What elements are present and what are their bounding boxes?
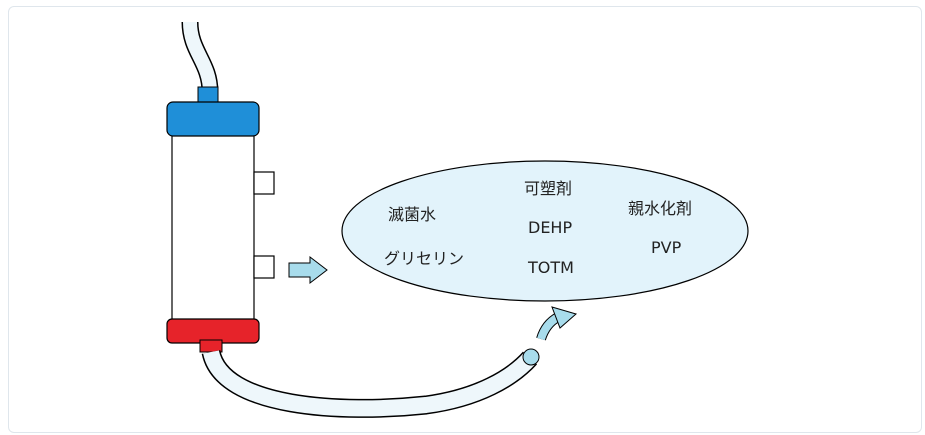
label-glycerin: グリセリン [384,249,464,268]
elution-ellipse [341,160,749,302]
side-port-lower [253,255,275,279]
dialyzer-body [171,131,255,323]
arrow-up-curved-icon [536,306,578,341]
label-dehp: DEHP [528,218,572,237]
label-plasticizer: 可塑剤 [524,179,572,198]
outlet-tube [201,349,538,418]
diagram-frame [8,6,922,433]
label-sterile-water: 滅菌水 [388,205,436,224]
top-cap [166,86,260,137]
arrow-right-icon [288,255,328,285]
label-hydrophilizer: 親水化剤 [628,199,692,218]
inlet-tube [181,21,219,93]
bottom-cap [166,318,260,353]
side-port-upper [253,171,275,195]
label-pvp: PVP [651,238,682,257]
label-totm: TOTM [527,258,574,277]
outlet-tube-end [522,348,540,366]
